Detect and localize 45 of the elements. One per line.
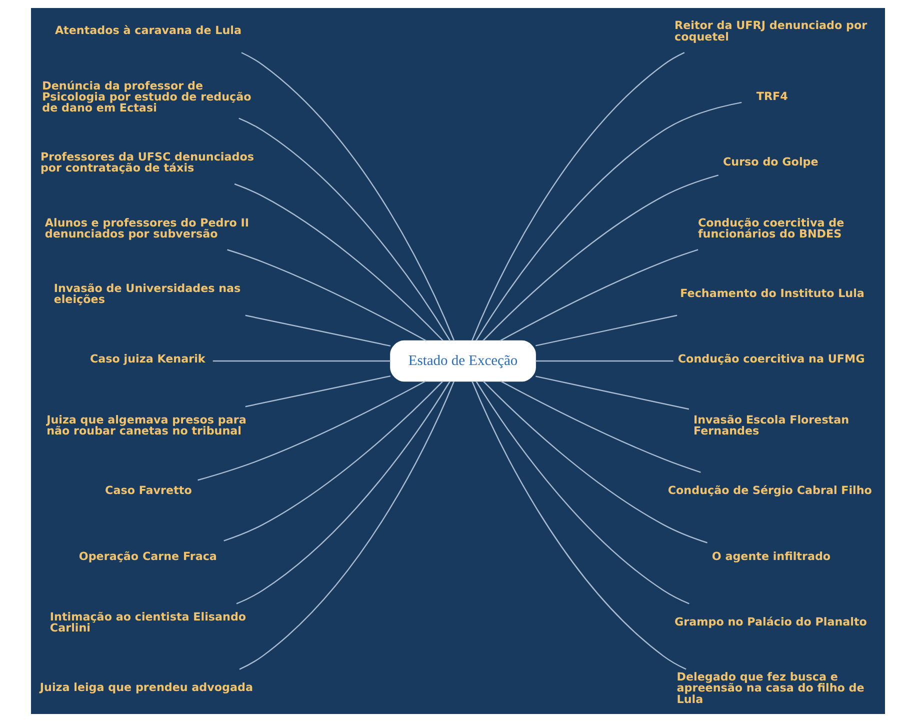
connector: [472, 381, 686, 670]
node-text: Caso Favretto: [105, 484, 192, 498]
connector: [198, 380, 426, 481]
node-text: Invasão Escola Florestan Fernandes: [693, 413, 850, 438]
connector: [536, 314, 678, 346]
connector: [238, 118, 451, 342]
connector: [476, 102, 742, 341]
node-text: Delegado que fez busca e apreensão na casa do filho de Lula: [676, 670, 864, 706]
node-text: Denúncia da professor de Psicologia por estudo de redução de dano em Ectasi: [42, 79, 252, 115]
node-text: TRF4: [756, 90, 788, 103]
node-text: Curso do Golpe: [722, 156, 818, 169]
connector: [471, 52, 685, 341]
connector: [245, 314, 391, 347]
node-text: Condução coercitiva na UFMG: [678, 352, 865, 366]
connector: [536, 360, 674, 362]
connector: [500, 249, 698, 342]
connector: [227, 249, 427, 342]
node-text: Operação Carne Fraca: [78, 550, 217, 563]
node-text: Reitor da UFRJ denunciado por coquetel: [674, 19, 868, 44]
node-text: Professores da UFSC denunciados por contratação de táxis: [40, 150, 254, 175]
node-text: Juiza que algemava presos para não roubar canetas no tribunal: [46, 413, 246, 438]
node-text: Fechamento do Instituto Lula: [680, 286, 864, 300]
node-text: Alunos e professores do Pedro II denunciados por subversão: [44, 216, 250, 240]
node-text: Intimação ao cientista Elisando Carlini: [50, 610, 246, 635]
node-text: Atentados à caravana de Lula: [54, 24, 242, 38]
node-text: Grampo no Palácio do Planalto: [674, 615, 867, 628]
connector: [212, 360, 391, 362]
connector: [245, 375, 391, 408]
node-text: Condução coercitiva de funcionários do BNDES: [698, 216, 844, 240]
connector: [236, 380, 450, 604]
connector: [241, 52, 455, 342]
node-text: O agente infiltrado: [712, 550, 831, 563]
node-text: Juiza leiga que prendeu advogada: [40, 681, 253, 694]
node-box: Estado de Exceção: [390, 340, 536, 382]
node-text: Caso juiza Kenarik: [90, 352, 206, 366]
connector: [224, 380, 444, 542]
connector: [239, 381, 455, 670]
connector: [482, 174, 719, 342]
connector: [234, 183, 444, 342]
node-text: Invasão de Universidades nas eleições: [54, 282, 241, 306]
node-text: Condução de Sérgio Cabral Filho: [668, 484, 872, 498]
connector: [482, 380, 708, 544]
connector: [536, 376, 690, 410]
connector: [476, 380, 690, 604]
connector: [500, 380, 701, 473]
